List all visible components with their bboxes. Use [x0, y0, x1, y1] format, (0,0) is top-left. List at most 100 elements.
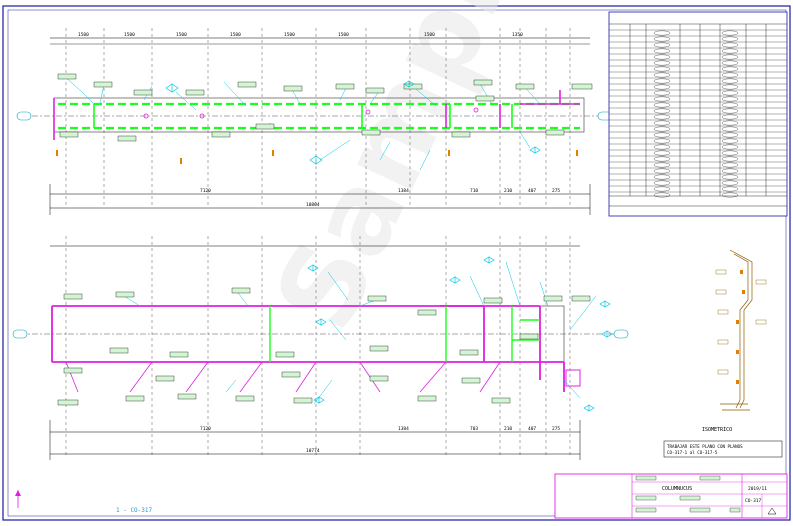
dim-label: 10804 — [306, 202, 320, 208]
project-name: COLUMNUCUS — [662, 486, 692, 492]
bom-symbol — [653, 120, 671, 126]
bom-symbol — [721, 174, 739, 180]
bom-symbol — [721, 54, 739, 60]
bom-symbol — [653, 168, 671, 174]
axis-marker-left-bottom — [12, 329, 28, 339]
title-block: COLUMNUCUS 2019/11 CO-317 — [554, 473, 788, 519]
note-line-2: CO-317-1 al CO-317-5 — [667, 450, 718, 455]
bom-symbol — [653, 90, 671, 96]
bom-symbol — [721, 114, 739, 120]
bom-table — [608, 11, 788, 217]
bottom-callouts — [57, 256, 613, 412]
dim-label: 1500 — [338, 32, 349, 38]
bom-symbol — [653, 114, 671, 120]
bom-symbol — [653, 48, 671, 54]
dim-label: 703 — [470, 426, 478, 432]
bom-symbol — [721, 120, 739, 126]
bom-symbol — [721, 186, 739, 192]
axis-marker-right-bottom — [613, 329, 629, 339]
sheet-inner-border — [7, 9, 787, 517]
dim-label: 1500 — [124, 32, 135, 38]
bom-symbol — [721, 126, 739, 132]
drawing-code: CO-317 — [745, 498, 762, 504]
bom-symbol — [721, 108, 739, 114]
bom-symbol — [721, 132, 739, 138]
dim-label: 1500 — [230, 32, 241, 38]
bom-symbol — [653, 42, 671, 48]
note-line-1: TRABAJAR ESTE PLANO CON PLANOS — [667, 444, 743, 449]
bom-symbol — [653, 72, 671, 78]
bom-symbol — [721, 102, 739, 108]
bom-symbol — [721, 156, 739, 162]
bom-symbol — [653, 162, 671, 168]
bom-symbol — [653, 180, 671, 186]
bom-symbol — [653, 156, 671, 162]
dim-label: 7120 — [200, 426, 211, 432]
bom-symbol — [721, 138, 739, 144]
dim-label: 1384 — [398, 426, 409, 432]
dim-label: 1384 — [398, 188, 409, 194]
bom-symbol — [653, 138, 671, 144]
bom-symbol — [653, 54, 671, 60]
dim-label: 407 — [528, 426, 536, 432]
direction-marker — [15, 490, 21, 508]
bom-symbol — [721, 72, 739, 78]
dim-label: 1500 — [424, 32, 435, 38]
dim-label: 1500 — [284, 32, 295, 38]
bom-symbol — [653, 132, 671, 138]
bom-symbol — [721, 84, 739, 90]
dim-label: 10774 — [306, 448, 320, 454]
bom-symbol — [653, 186, 671, 192]
bom-symbol — [653, 126, 671, 132]
bom-symbol — [721, 36, 739, 42]
bom-symbol — [721, 42, 739, 48]
bom-symbol — [653, 78, 671, 84]
top-callouts — [56, 73, 593, 171]
dim-label: 1350 — [512, 32, 523, 38]
bom-symbol — [653, 36, 671, 42]
bom-symbol — [653, 144, 671, 150]
dim-label: 710 — [470, 188, 478, 194]
note-box: TRABAJAR ESTE PLANO CON PLANOS CO-317-1 … — [663, 440, 783, 458]
dim-label: 275 — [552, 426, 560, 432]
bom-symbol — [653, 192, 671, 198]
isometric-view: ISOMETRICO — [702, 249, 767, 433]
bom-symbol — [653, 84, 671, 90]
bom-symbol — [721, 180, 739, 186]
bom-symbol — [653, 96, 671, 102]
bom-symbol — [653, 30, 671, 36]
bom-symbol — [721, 48, 739, 54]
bom-symbol — [721, 96, 739, 102]
dim-label: 7120 — [200, 188, 211, 194]
axis-marker-left — [16, 111, 32, 121]
bom-symbol — [721, 144, 739, 150]
bom-symbol — [721, 60, 739, 66]
bom-symbol — [653, 108, 671, 114]
top-dim-labels: 1500 1500 1500 1500 1500 1500 1500 1350 — [78, 32, 523, 38]
dim-label: 275 — [552, 188, 560, 194]
sheet-label: 1 - CO-317 — [116, 507, 153, 514]
bom-symbol — [721, 168, 739, 174]
bottom-plan: 7120 1384 703 210 407 275 10774 — [12, 236, 629, 460]
bom-symbol — [721, 90, 739, 96]
isometric-label: ISOMETRICO — [702, 427, 732, 433]
bom-symbol — [721, 78, 739, 84]
bom-symbol — [721, 162, 739, 168]
dim-label: 407 — [528, 188, 536, 194]
dim-label: 210 — [504, 188, 512, 194]
bom-symbol — [653, 150, 671, 156]
bom-symbol — [721, 66, 739, 72]
dim-label: 210 — [504, 426, 512, 432]
dim-label: 1500 — [176, 32, 187, 38]
bom-symbol — [721, 192, 739, 198]
watermark: Sample — [250, 0, 560, 348]
sheet-border — [2, 5, 791, 521]
drawing-date: 2019/11 — [748, 486, 767, 492]
bom-symbol — [653, 60, 671, 66]
bom-symbol — [653, 174, 671, 180]
bom-symbol — [653, 102, 671, 108]
dim-label: 1500 — [78, 32, 89, 38]
bom-symbol — [721, 30, 739, 36]
bom-symbol — [721, 150, 739, 156]
